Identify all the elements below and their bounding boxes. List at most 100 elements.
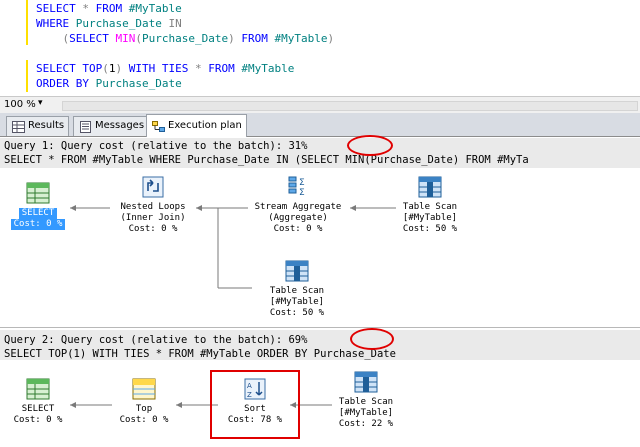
code-token: WITH <box>128 62 156 75</box>
code-line-6: ORDER BY Purchase_Date <box>36 76 182 91</box>
code-token: FROM <box>95 2 123 15</box>
code-line-3: (SELECT MIN(Purchase_Date) FROM #MyTable… <box>36 31 335 46</box>
code-line-1: SELECT * FROM #MyTable <box>36 1 182 16</box>
q1-nested-loops-node[interactable]: Nested Loops (Inner Join) Cost: 0 % <box>103 175 203 235</box>
messages-icon <box>80 121 91 133</box>
code-token: WHERE <box>36 17 70 30</box>
code-token: SELECT <box>36 2 76 15</box>
query1-sql-text: SELECT * FROM #MyTable WHERE Purchase_Da… <box>4 154 529 166</box>
tab-results-label: Results <box>28 120 65 131</box>
zoom-level[interactable]: 100 % <box>4 99 36 110</box>
tab-results[interactable]: Results <box>6 116 70 136</box>
q1-nested-loops-sub: (Inner Join) <box>120 213 186 223</box>
tab-messages[interactable]: Messages <box>73 116 150 136</box>
q1-table-scan-cost: Cost: 50 % <box>402 224 458 234</box>
code-token: ) <box>115 62 123 75</box>
q1-select-node[interactable]: SELECT Cost: 0 % <box>0 181 88 230</box>
zoom-bar: 100 % ▾ <box>0 96 640 113</box>
q1-table-scan-inner-node[interactable]: Table Scan [#MyTable] Cost: 50 % <box>247 259 347 319</box>
code-token: ( <box>62 32 70 45</box>
code-token <box>155 62 162 75</box>
code-token: IN <box>168 17 182 30</box>
q1-nested-loops-cost: Cost: 0 % <box>128 224 178 234</box>
q2-top-node[interactable]: Top Cost: 0 % <box>94 377 194 426</box>
top-operator-icon <box>132 378 156 400</box>
stream-aggregate-icon: Σ Σ <box>288 176 305 198</box>
tab-messages-label: Messages <box>95 120 145 131</box>
sql-editor[interactable]: SELECT * FROM #MyTable WHERE Purchase_Da… <box>0 0 640 96</box>
q2-table-scan-cost: Cost: 22 % <box>338 419 394 429</box>
code-token: Purchase_Date <box>69 17 169 30</box>
table-scan-icon <box>354 371 378 393</box>
query1-header-band <box>0 138 640 168</box>
q1-table-scan-label: Table Scan <box>402 202 458 212</box>
q1-table-scan-node[interactable]: Table Scan [#MyTable] Cost: 50 % <box>380 175 480 235</box>
query2-header-band <box>0 330 640 360</box>
q2-sort-label: Sort <box>244 404 266 414</box>
q1-table-scan-inner-label: Table Scan <box>269 286 325 296</box>
sort-highlight-box <box>210 370 300 439</box>
code-token: TIES <box>161 62 189 75</box>
q2-sort-cost: Cost: 78 % <box>227 415 283 425</box>
svg-text:Σ: Σ <box>299 178 305 188</box>
code-token: #MyTable <box>241 62 295 75</box>
q1-stream-aggregate-label: Stream Aggregate <box>254 202 342 212</box>
q1-nested-loops-label: Nested Loops <box>120 202 186 212</box>
q1-table-scan-inner-cost: Cost: 50 % <box>269 308 325 318</box>
tab-execution-plan[interactable]: Execution plan <box>146 114 247 137</box>
svg-text:Z: Z <box>247 391 252 399</box>
results-tab-strip: Results Messages Execution plan <box>0 113 640 137</box>
code-token: #MyTable <box>128 2 182 15</box>
code-line-5: SELECT TOP(1) WITH TIES * FROM #MyTable <box>36 61 294 76</box>
code-token: Purchase_Date <box>89 77 182 90</box>
code-token: FROM <box>241 32 268 45</box>
horizontal-scrollbar[interactable] <box>62 101 638 111</box>
q1-stream-aggregate-cost: Cost: 0 % <box>273 224 323 234</box>
execution-plan-icon <box>152 121 165 132</box>
code-token: #MyTable <box>274 32 328 45</box>
svg-text:A: A <box>247 382 252 390</box>
chevron-down-icon[interactable]: ▾ <box>38 98 43 108</box>
q1-select-cost: Cost: 0 % <box>10 219 66 230</box>
q2-top-label: Top <box>135 404 153 414</box>
execution-plan-pane[interactable]: Query 1: Query cost (relative to the bat… <box>0 135 640 447</box>
code-token: Purchase_Date <box>142 32 229 45</box>
query2-cost-header: Query 2: Query cost (relative to the bat… <box>4 334 308 346</box>
q2-select-node[interactable]: SELECT Cost: 0 % <box>0 377 88 426</box>
select-result-icon <box>26 182 50 204</box>
sort-icon: A Z <box>244 378 266 400</box>
q2-select-cost: Cost: 0 % <box>13 415 63 425</box>
grid-icon <box>12 121 25 133</box>
q2-table-scan-label: Table Scan <box>338 397 394 407</box>
svg-text:Σ: Σ <box>299 188 305 198</box>
q1-stream-aggregate-node[interactable]: Σ Σ Stream Aggregate (Aggregate) Cost: 0… <box>248 175 348 235</box>
code-token: 1 <box>108 62 116 75</box>
code-token: ) <box>327 32 335 45</box>
q2-select-label: SELECT <box>21 404 55 414</box>
q1-table-scan-inner-object: [#MyTable] <box>269 297 325 307</box>
q2-top-cost: Cost: 0 % <box>119 415 169 425</box>
code-line-2: WHERE Purchase_Date IN <box>36 16 182 31</box>
code-token: SELECT <box>36 62 76 75</box>
table-scan-icon <box>418 176 442 198</box>
change-marker-gutter <box>26 0 28 96</box>
code-token: MIN <box>115 32 136 45</box>
tab-execution-plan-label: Execution plan <box>168 120 242 131</box>
code-token: ORDER <box>36 77 70 90</box>
code-token: ( <box>135 32 142 45</box>
q2-sort-node[interactable]: A Z Sort Cost: 78 % <box>205 377 305 426</box>
code-token: * <box>195 62 202 75</box>
query-separator <box>0 327 640 328</box>
code-token <box>109 32 116 45</box>
code-token: BY <box>75 77 89 90</box>
code-token <box>89 2 96 15</box>
query1-cost-header: Query 1: Query cost (relative to the bat… <box>4 140 308 152</box>
nested-loops-icon <box>142 176 164 198</box>
q2-table-scan-node[interactable]: Table Scan [#MyTable] Cost: 22 % <box>316 370 416 430</box>
code-token <box>122 2 129 15</box>
code-token: ( <box>102 62 109 75</box>
table-scan-icon <box>285 260 309 282</box>
code-token <box>122 62 129 75</box>
code-token: SELECT <box>69 32 109 45</box>
q1-table-scan-object: [#MyTable] <box>402 213 458 223</box>
